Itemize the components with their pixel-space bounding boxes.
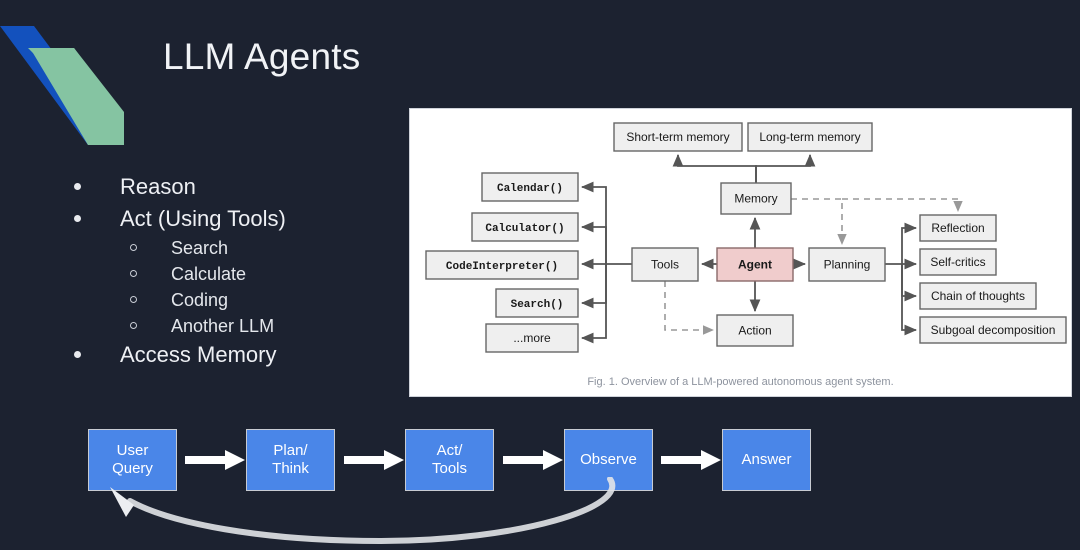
- list-item: Access Memory: [74, 341, 414, 367]
- diagram-node-action: Action: [716, 314, 794, 347]
- list-item-label: Coding: [171, 289, 229, 310]
- diagram-node-calendar: Calendar(): [481, 172, 579, 202]
- list-item-label: Another LLM: [171, 315, 275, 336]
- diagram-node-more: ...more: [485, 323, 579, 353]
- bullet-circle-icon: [130, 270, 137, 278]
- agent-architecture-diagram: Short-term memory Long-term memoryMemoryA…: [425, 122, 1067, 353]
- diagram-node-calculator: Calculator(): [471, 212, 579, 242]
- list-item: Act (Using Tools): [74, 206, 414, 232]
- flow-arrow-icon: [503, 450, 563, 470]
- list-item-label: Calculate: [171, 264, 247, 285]
- bullet-dot-icon: [74, 183, 81, 190]
- diagram-node-label: Memory: [734, 192, 777, 206]
- decorative-corner-shapes: [0, 26, 124, 145]
- diagram-node-label: Action: [738, 324, 771, 338]
- list-item: Search: [74, 239, 414, 259]
- diagram-node-label: Short-term memory: [626, 130, 729, 144]
- bullet-circle-icon: [130, 295, 137, 303]
- diagram-node-tools: Tools: [631, 247, 699, 282]
- diagram-node-short_term_memory: Short-term memory: [613, 122, 743, 152]
- diagram-node-label: Self-critics: [930, 255, 985, 269]
- list-item: Coding: [74, 289, 414, 311]
- diagram-node-code_interpreter: CodeInterpreter(): [425, 250, 579, 280]
- diagram-node-chain_of_thoughts: Chain of thoughts: [919, 282, 1037, 310]
- diagram-node-long_term_memory: Long-term memory: [747, 122, 873, 152]
- diagram-node-label: Calculator(): [485, 223, 564, 235]
- list-item-label: Search: [171, 238, 229, 259]
- flow-arrow-icon: [661, 450, 721, 470]
- diagram-node-self_critics: Self-critics: [919, 248, 997, 276]
- list-item: Another LLM: [74, 315, 414, 337]
- list-item: Reason: [74, 174, 414, 199]
- flow-box-act-tools[interactable]: Act/Tools: [405, 429, 494, 491]
- flow-box-label: Plan/Think: [272, 441, 309, 477]
- figure-caption: Fig. 1. Overview of a LLM-powered autono…: [587, 376, 894, 388]
- flow-arrow-icon: [185, 450, 245, 470]
- diagram-node-label: Planning: [824, 258, 871, 272]
- diagram-node-memory: Memory: [720, 182, 792, 215]
- flow-box-label: Answer: [741, 450, 792, 468]
- diagram-node-label: Tools: [651, 258, 679, 272]
- diagram-node-label: Calendar(): [497, 183, 563, 195]
- diagram-node-search: Search(): [495, 288, 579, 318]
- bullet-dot-icon: [74, 350, 81, 358]
- diagram-node-reflection: Reflection: [919, 214, 997, 242]
- decor-green-parallelogram-2: [28, 48, 124, 145]
- diagram-node-planning: Planning: [808, 247, 886, 282]
- bullet-list: Reason Act (Using Tools) Search Calculat…: [74, 174, 414, 375]
- diagram-node-label: ...more: [513, 331, 551, 345]
- diagram-node-label: Reflection: [931, 221, 984, 235]
- bullet-circle-icon: [130, 244, 137, 252]
- bullet-circle-icon: [130, 321, 137, 329]
- diagram-node-label: Chain of thoughts: [931, 289, 1025, 303]
- flow-box-answer[interactable]: Answer: [722, 429, 811, 491]
- diagram-node-label: CodeInterpreter(): [446, 261, 558, 273]
- bullet-dot-icon: [74, 215, 81, 223]
- list-item-label: Act (Using Tools): [120, 206, 286, 232]
- diagram-node-label: Agent: [738, 258, 772, 272]
- diagram-node-subgoal_decomposition: Subgoal decomposition: [919, 316, 1067, 344]
- diagram-node-label: Search(): [511, 299, 564, 311]
- list-item-label: Reason: [120, 174, 196, 199]
- flow-arrow-icon: [344, 450, 404, 470]
- feedback-loop-arrow-icon: [110, 477, 616, 545]
- diagram-node-agent: Agent: [716, 247, 794, 282]
- diagram-node-label: Subgoal decomposition: [931, 323, 1056, 337]
- flow-box-label: Observe: [580, 450, 637, 468]
- flow-box-plan-think[interactable]: Plan/Think: [246, 429, 335, 491]
- diagram-node-label: Long-term memory: [759, 130, 860, 144]
- list-item: Calculate: [74, 264, 414, 285]
- flow-box-label: Act/Tools: [431, 441, 468, 477]
- page-title: LLM Agents: [163, 36, 361, 77]
- list-item-label: Access Memory: [120, 341, 277, 367]
